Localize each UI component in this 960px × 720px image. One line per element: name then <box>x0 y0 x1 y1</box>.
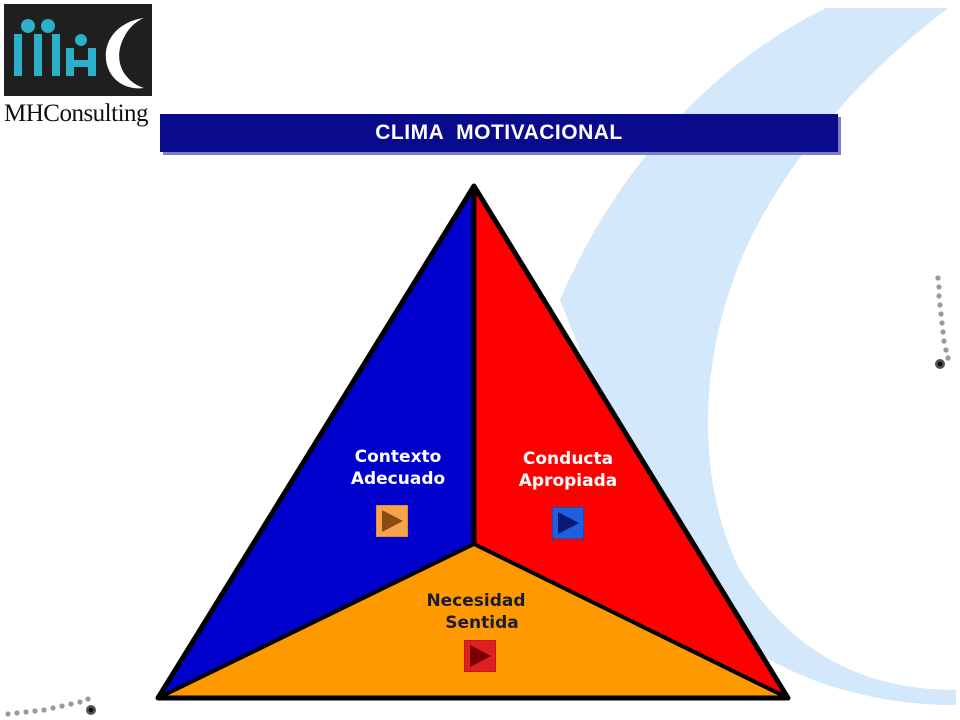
dot-trail-bottom <box>5 696 96 717</box>
label-contexto-line1: Contexto <box>354 447 442 467</box>
logo-wordmark: MHConsulting <box>4 100 149 127</box>
title-banner: CLIMA MOTIVACIONAL <box>160 114 838 152</box>
play-icon <box>551 506 585 540</box>
label-conducta: Conducta Apropiada <box>508 448 628 492</box>
play-icon <box>375 504 409 538</box>
conducta-play-button[interactable] <box>551 506 585 540</box>
divider-left <box>157 542 475 700</box>
necesidad-play-button[interactable] <box>463 639 497 673</box>
triangle-outline <box>155 183 791 701</box>
label-contexto-line2: Adecuado <box>350 469 446 489</box>
logo-mark <box>4 4 152 96</box>
label-necesidad-line2: Sentida <box>445 613 519 633</box>
label-necesidad-line1: Necesidad <box>426 591 526 611</box>
page-title: CLIMA MOTIVACIONAL <box>375 121 623 144</box>
label-conducta-line2: Apropiada <box>518 471 618 491</box>
label-conducta-line1: Conducta <box>522 449 614 469</box>
divider-right <box>473 542 789 700</box>
contexto-play-button[interactable] <box>375 504 409 538</box>
play-icon <box>463 639 497 673</box>
company-logo: MHConsulting <box>4 4 152 132</box>
label-necesidad: Necesidad Sentida <box>416 590 536 634</box>
dot-trail-right <box>935 275 951 369</box>
label-contexto: Contexto Adecuado <box>338 446 458 490</box>
logo-letters-graphic <box>14 18 144 89</box>
segment-necesidad <box>158 544 788 698</box>
